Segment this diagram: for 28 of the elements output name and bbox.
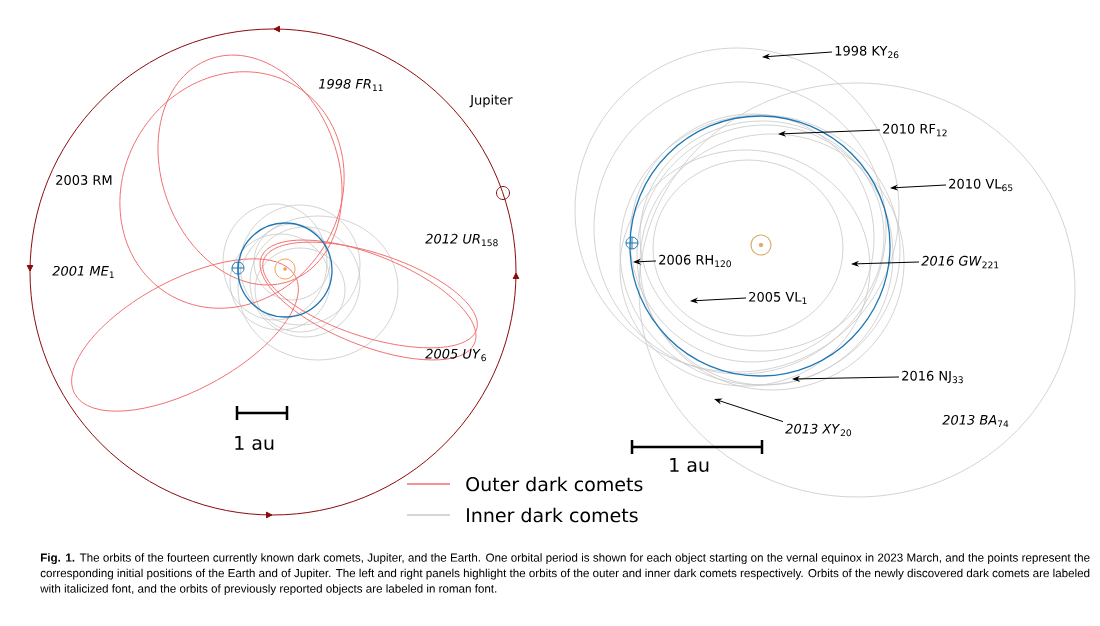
leader-line — [778, 129, 881, 137]
orbit-label: 2003 RM — [56, 175, 112, 185]
orbit-label: 1998 FR$_{11}$ — [318, 78, 383, 92]
legend-label: Inner dark comets — [467, 507, 638, 523]
orbit-label: 2013 XY$_{20}$ — [785, 423, 852, 437]
leader-line — [714, 398, 784, 423]
orbit-label: 1 au — [235, 435, 274, 451]
leader-line — [851, 261, 920, 267]
leader-line — [762, 51, 833, 59]
orbit-label: 2016 GW$_{221}$ — [921, 255, 999, 269]
orbit-label: 2010 RF$_{12}$ — [883, 123, 947, 137]
orbit-label: 2006 RH$_{120}$ — [659, 254, 731, 268]
orbit-label: 1998 KY$_{26}$ — [835, 45, 899, 59]
legend-label: Outer dark comets — [466, 476, 643, 492]
orbit-label: 2005 UY$_{6}$ — [425, 348, 486, 362]
orbit-label: Jupiter — [469, 94, 513, 108]
orbit-label: 2013 BA$_{74}$ — [942, 414, 1009, 428]
orbit-label: 2001 ME$_{1}$ — [52, 265, 114, 279]
leader-line — [890, 184, 947, 191]
caption: Fig. 1. The orbits of the fourteen currently known dark comets, Jupiter, and the Earth. One orbital period is shown for each object starting on the vernal equinox in 2023 March, and the points represent the corresponding initial positions of the Earth and of Jupiter. The left and right panels highlight the orbits of the outer and inner dark comets respectively. Orbits of the newly discovered dark comets are labeled with italicized font, and the orbits of previously reported objects are labeled in roman font. — [40, 553, 1090, 595]
orbit-label: 2012 UR$_{158}$ — [425, 233, 498, 247]
orbit-label: 1 au — [670, 457, 709, 473]
orbit-label: 2016 NJ$_{33}$ — [902, 370, 963, 384]
leader-line — [792, 376, 900, 382]
leader-line — [690, 297, 747, 304]
orbit-label: 2005 VL$_{1}$ — [749, 291, 807, 305]
leader-line — [633, 259, 657, 265]
orbit-label: 2010 VL$_{65}$ — [949, 178, 1013, 192]
